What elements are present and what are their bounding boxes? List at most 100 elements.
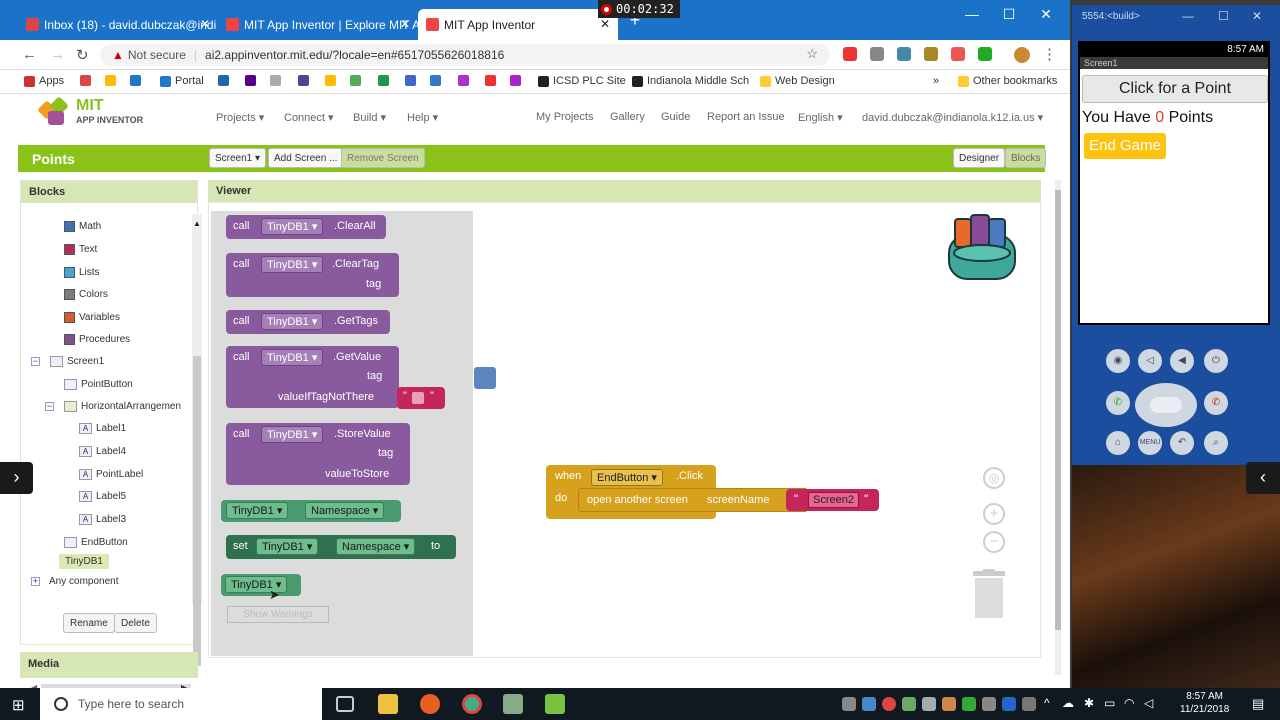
block-open-another-screen[interactable]: open another screen screenName <box>578 488 808 512</box>
bookmark-portal[interactable]: Portal <box>160 75 204 87</box>
task-view-icon[interactable] <box>336 696 354 712</box>
block-clearall[interactable]: call TinyDB1 ▾ .ClearAll <box>226 215 386 239</box>
tree-screen1[interactable]: Screen1 <box>50 356 104 367</box>
menu-connect[interactable]: Connect ▾ <box>284 112 334 124</box>
tab-gmail[interactable]: Inbox (18) - david.dubczak@indi ✕ <box>18 9 218 40</box>
bookmark-icon[interactable] <box>298 75 309 86</box>
block-storevalue[interactable]: call TinyDB1 ▾ .StoreValue tag valueToSt… <box>226 423 410 485</box>
search-icon[interactable]: ⌕ <box>1204 431 1228 455</box>
menu-build[interactable]: Build ▾ <box>353 112 387 124</box>
bookmark-icon[interactable] <box>510 75 521 86</box>
chevron-right-icon[interactable]: › <box>0 462 33 494</box>
reload-icon[interactable]: ↻ <box>76 47 89 64</box>
remove-screen-button[interactable]: Remove Screen <box>341 148 425 168</box>
text-value[interactable]: Screen2 <box>808 492 859 508</box>
tray-icon[interactable] <box>842 697 856 711</box>
close-icon[interactable]: ✕ <box>199 17 210 31</box>
bookmark-middle-school[interactable]: Indianola Middle Sch <box>632 75 749 87</box>
drive-icon[interactable] <box>105 75 116 86</box>
tray-icon[interactable] <box>1022 697 1036 711</box>
center-icon[interactable]: ◎ <box>983 467 1005 489</box>
component-dropdown[interactable]: TinyDB1 ▾ <box>261 349 324 366</box>
zoom-in-icon[interactable]: + <box>983 503 1005 525</box>
end-call-icon[interactable]: ✆ <box>1204 391 1228 415</box>
bookmark-icon[interactable] <box>350 75 361 86</box>
block-tinydb1-component[interactable]: TinyDB1 ▾ <box>221 574 301 596</box>
delete-button[interactable]: Delete <box>114 613 157 633</box>
tab-explore[interactable]: MIT App Inventor | Explore MIT A ✕ <box>218 9 418 40</box>
cloud-icon[interactable]: ☁ <box>1062 696 1074 710</box>
tab-appinventor[interactable]: MIT App Inventor ✕ <box>418 9 618 40</box>
tree-procedures[interactable]: Procedures <box>64 334 130 345</box>
android-icon[interactable] <box>545 694 565 714</box>
bookmark-apps[interactable]: Apps <box>24 75 64 87</box>
forward-icon[interactable]: → <box>50 46 65 63</box>
tree-horizontal-scrollbar[interactable] <box>41 684 191 688</box>
new-tab-button[interactable]: + <box>629 10 641 30</box>
adblock-icon[interactable] <box>843 47 857 61</box>
tray-icon[interactable] <box>862 697 876 711</box>
tree-colors[interactable]: Colors <box>64 289 108 300</box>
app-icon[interactable] <box>503 694 523 714</box>
chrome-icon[interactable] <box>462 694 482 714</box>
collapse-icon[interactable]: − <box>31 356 40 366</box>
scroll-left-icon[interactable]: ◀ <box>31 683 38 688</box>
bookmark-icsd[interactable]: ICSD PLC Site <box>538 75 626 87</box>
bookmark-icon[interactable] <box>270 75 281 86</box>
bookmark-icon[interactable] <box>378 75 389 86</box>
block-getvalue[interactable]: call TinyDB1 ▾ .GetValue tag valueIfTagN… <box>226 346 399 408</box>
firefox-icon[interactable] <box>420 694 440 714</box>
screen-selector[interactable]: Screen1 ▾ <box>209 148 267 168</box>
bluetooth-icon[interactable]: ✱ <box>1084 696 1095 710</box>
tray-icon[interactable] <box>902 697 916 711</box>
designer-button[interactable]: Designer <box>953 148 1006 168</box>
wifi-icon[interactable]: ◠ <box>1124 696 1135 710</box>
add-screen-button[interactable]: Add Screen ... <box>268 148 344 168</box>
menu-account[interactable]: david.dubczak@indianola.k12.ia.us ▾ <box>862 112 1044 124</box>
block-gettags[interactable]: call TinyDB1 ▾ .GetTags <box>226 310 390 334</box>
tray-icon[interactable] <box>922 697 936 711</box>
notifications-icon[interactable]: ▤ <box>1252 696 1265 711</box>
dpad-center[interactable] <box>1150 397 1182 413</box>
power-icon[interactable]: ⏻ <box>1204 349 1228 373</box>
volume-up-icon[interactable]: ◀ <box>1170 349 1194 373</box>
empty-text-block[interactable]: " " <box>397 387 445 409</box>
menu-icon[interactable]: MENU <box>1138 431 1162 455</box>
backpack-icon[interactable] <box>945 213 1021 285</box>
call-icon[interactable]: ✆ <box>1106 391 1130 415</box>
menu-language[interactable]: English ▾ <box>798 112 843 124</box>
tree-tinydb1[interactable]: TinyDB1 <box>59 554 109 569</box>
end-game-button[interactable]: End Game <box>1084 133 1166 159</box>
menu-projects[interactable]: Projects ▾ <box>216 112 265 124</box>
extension-icon[interactable] <box>951 47 965 61</box>
extension-icon[interactable] <box>897 47 911 61</box>
url-bar[interactable]: ▲ Not secure | ai2.appinventor.mit.edu/?… <box>100 44 830 66</box>
drive-icon[interactable] <box>870 47 884 61</box>
block-namespace-setter[interactable]: set TinyDB1 ▾ Namespace ▾ to <box>226 535 456 559</box>
collapse-icon[interactable]: − <box>45 401 54 411</box>
window-close-icon[interactable]: ✕ <box>1040 6 1052 22</box>
minimize-icon[interactable]: — <box>1182 9 1194 23</box>
scroll-right-icon[interactable]: ▶ <box>181 683 188 688</box>
tray-icon[interactable] <box>942 697 956 711</box>
component-dropdown[interactable]: TinyDB1 ▾ <box>226 502 289 519</box>
page-scrollbar-thumb[interactable] <box>1055 190 1061 630</box>
block-namespace-getter[interactable]: TinyDB1 ▾ Namespace ▾ <box>221 500 401 522</box>
file-explorer-icon[interactable] <box>378 694 398 714</box>
property-dropdown[interactable]: Namespace ▾ <box>336 538 416 555</box>
mit-logo[interactable]: MIT APP INVENTOR <box>37 96 143 127</box>
bookmark-icon[interactable] <box>485 75 496 86</box>
bookmark-icon[interactable] <box>325 75 336 86</box>
taskbar-clock[interactable]: 8:57 AM 11/21/2018 <box>1180 691 1230 715</box>
maximize-icon[interactable]: ☐ <box>1218 9 1229 23</box>
tree-lists[interactable]: Lists <box>64 267 100 278</box>
network-icon[interactable]: ▭ <box>1104 696 1116 710</box>
rename-button[interactable]: Rename <box>63 613 115 633</box>
link-report-issue[interactable]: Report an Issue <box>707 111 785 123</box>
block-cleartag[interactable]: call TinyDB1 ▾ .ClearTag tag <box>226 253 399 297</box>
component-dropdown[interactable]: TinyDB1 ▾ <box>261 256 324 273</box>
